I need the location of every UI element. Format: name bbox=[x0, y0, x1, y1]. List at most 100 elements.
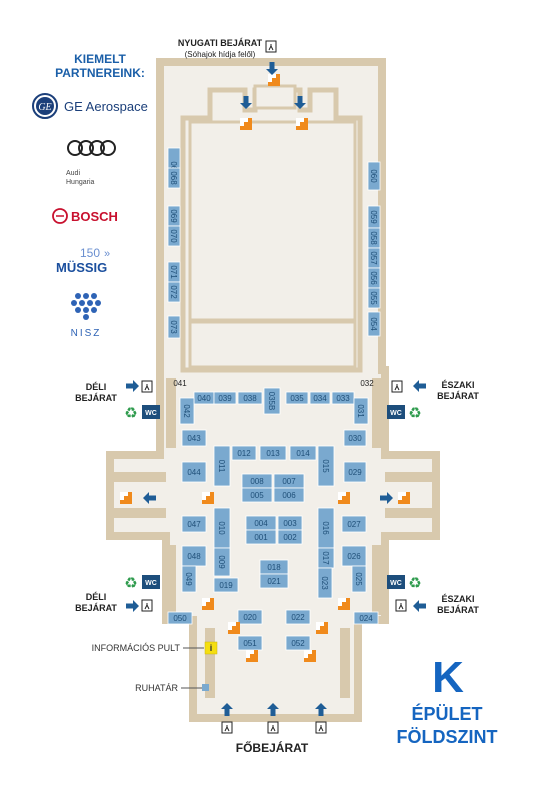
ge-logo-text: GE Aerospace bbox=[64, 99, 148, 114]
stand-label: 035 bbox=[290, 394, 304, 403]
stand-label: 055 bbox=[369, 291, 378, 305]
exit-icon bbox=[395, 599, 407, 612]
stand-019: 019 bbox=[213, 577, 239, 593]
stand-009: 009 bbox=[213, 547, 231, 577]
stand-label: 018 bbox=[267, 563, 281, 572]
stand-020: 020 bbox=[237, 609, 263, 625]
stand-label: 049 bbox=[184, 572, 193, 586]
stand-label: 060 bbox=[369, 169, 378, 183]
stand-label: 010 bbox=[217, 521, 226, 535]
stand-label: 038 bbox=[243, 394, 257, 403]
stand-044: 044 bbox=[181, 461, 207, 483]
stand-047: 047 bbox=[181, 515, 207, 533]
stand-010: 010 bbox=[213, 507, 231, 549]
stand-label-041: 041 bbox=[173, 379, 187, 388]
stand-label: 017 bbox=[321, 551, 330, 565]
stand-label: 014 bbox=[296, 449, 310, 458]
stand-024: 024 bbox=[353, 611, 379, 625]
bosch-text: BOSCH bbox=[71, 209, 118, 224]
south-entrance-top-line1: DÉLI bbox=[86, 382, 107, 392]
stand-label: 025 bbox=[354, 572, 363, 586]
sponsors-heading: KIEMELT PARTNEREINK: bbox=[40, 52, 160, 80]
audi-line1: Audi bbox=[66, 170, 80, 177]
stand-label: 003 bbox=[283, 519, 297, 528]
stand-070: 070 bbox=[167, 225, 181, 247]
stand-017: 017 bbox=[317, 547, 335, 569]
arrow-up-icon bbox=[315, 703, 327, 716]
stand-057: 057 bbox=[367, 247, 381, 269]
stand-label: 030 bbox=[348, 434, 362, 443]
sponsors-heading-line1: KIEMELT bbox=[74, 52, 126, 66]
recycle-icon: ♻ bbox=[124, 574, 137, 592]
nisz-logo bbox=[71, 293, 101, 320]
stand-008: 008 bbox=[241, 473, 273, 489]
stand-048: 048 bbox=[181, 545, 207, 567]
stand-015: 015 bbox=[317, 445, 335, 487]
stairs-icon bbox=[240, 118, 252, 130]
stand-035: 035 bbox=[285, 391, 309, 405]
stand-label: 033 bbox=[336, 394, 350, 403]
stand-label: 007 bbox=[282, 477, 296, 486]
stand-005: 005 bbox=[241, 487, 273, 503]
stairs-icon bbox=[202, 492, 214, 504]
arrow-right-icon bbox=[380, 492, 393, 504]
building-letter: K bbox=[432, 653, 464, 702]
stand-039: 039 bbox=[213, 391, 237, 405]
arrow-down-icon bbox=[266, 62, 278, 75]
stand-052: 052 bbox=[285, 635, 311, 651]
stand-label: 011 bbox=[217, 460, 226, 473]
stand-label: 040 bbox=[197, 394, 211, 403]
wc-top-left: WC ♻ bbox=[124, 404, 160, 422]
stand-label: 068 bbox=[169, 171, 178, 185]
stairs-icon bbox=[338, 598, 350, 610]
stand-label: 027 bbox=[347, 520, 361, 529]
wc-top-right: WC ♻ bbox=[387, 404, 422, 422]
stand-label: 023 bbox=[320, 576, 329, 590]
north-entrance-top-line2: BEJÁRAT bbox=[437, 391, 479, 401]
stand-030: 030 bbox=[343, 429, 367, 447]
stand-label: 069 bbox=[169, 209, 178, 223]
stand-label: 043 bbox=[187, 434, 201, 443]
exit-icon bbox=[221, 721, 233, 734]
stand-012: 012 bbox=[231, 445, 257, 461]
stand-label: 016 bbox=[321, 521, 330, 535]
arrow-right-icon bbox=[126, 380, 139, 392]
stand-label: 029 bbox=[348, 468, 362, 477]
recycle-icon: ♻ bbox=[408, 404, 421, 422]
stairs-icon bbox=[268, 74, 280, 86]
stand-068: 068 bbox=[167, 167, 181, 189]
svg-text:WC: WC bbox=[145, 580, 157, 587]
staircases bbox=[120, 74, 410, 662]
entrance-arrows bbox=[126, 40, 426, 734]
stand-034: 034 bbox=[309, 391, 331, 405]
west-entrance-title: NYUGATI BEJÁRAT bbox=[178, 38, 263, 48]
stand-label: 056 bbox=[369, 271, 378, 285]
arrow-left-icon bbox=[413, 600, 426, 612]
stand-label: 054 bbox=[369, 317, 378, 331]
south-entrance-top-line2: BEJÁRAT bbox=[75, 393, 117, 403]
exit-icon bbox=[141, 599, 153, 612]
stand-label: 047 bbox=[187, 520, 201, 529]
stand-050: 050 bbox=[167, 611, 193, 625]
bosch-logo: BOSCH bbox=[52, 208, 118, 224]
stand-label: 013 bbox=[266, 449, 280, 458]
stairs-icon bbox=[338, 492, 350, 504]
stand-033: 033 bbox=[331, 391, 355, 405]
stand-label: 008 bbox=[250, 477, 264, 486]
stand-072: 072 bbox=[167, 281, 181, 303]
exit-icon bbox=[315, 721, 327, 734]
stand-051: 051 bbox=[237, 635, 263, 651]
stairs-icon bbox=[304, 650, 316, 662]
recycle-icon: ♻ bbox=[124, 404, 137, 422]
arrow-right-icon bbox=[126, 600, 139, 612]
stand-026: 026 bbox=[341, 545, 367, 567]
mussig-text: MÜSSIG bbox=[56, 260, 107, 275]
stand-label: 048 bbox=[187, 552, 201, 561]
stand-label: 034 bbox=[313, 394, 327, 403]
ge-logo: GE GE Aerospace bbox=[32, 93, 148, 119]
stand-label: 001 bbox=[254, 533, 268, 542]
north-entrance-bottom-line2: BEJÁRAT bbox=[437, 605, 479, 615]
stand-label: 042 bbox=[182, 404, 191, 418]
stand-label: 039 bbox=[218, 394, 232, 403]
